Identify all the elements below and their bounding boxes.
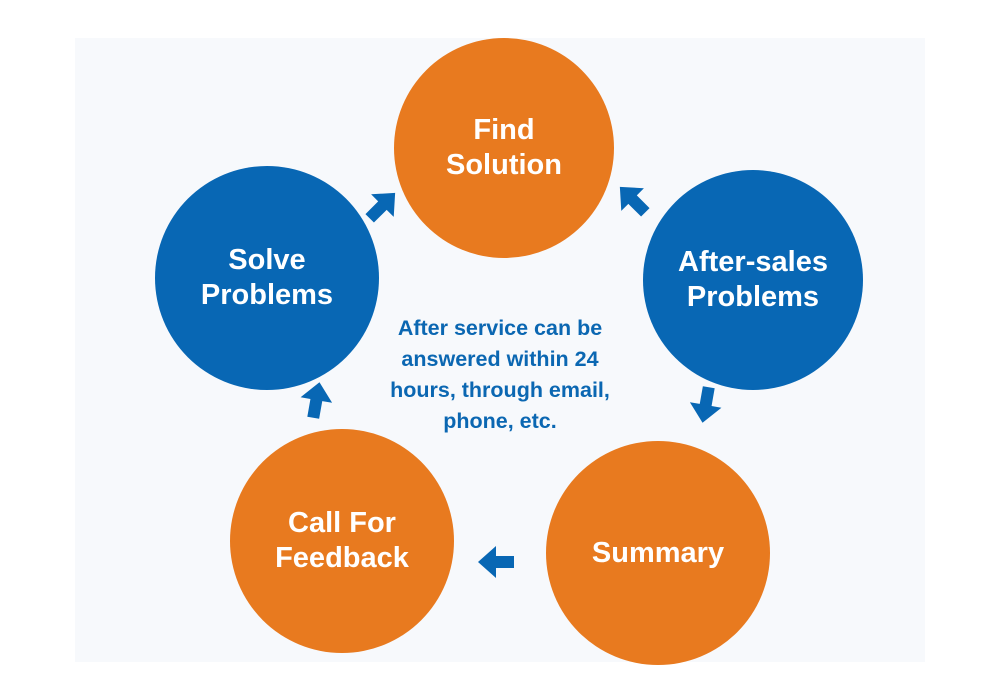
arrow-feedback-to-solve bbox=[300, 382, 333, 419]
node-after-sales-problems: After-sales Problems bbox=[643, 170, 863, 390]
arrow-solve-to-find bbox=[365, 192, 396, 223]
node-solve-problems: Solve Problems bbox=[155, 166, 379, 390]
node-find-solution: Find Solution bbox=[394, 38, 614, 258]
node-summary: Summary bbox=[546, 441, 770, 665]
center-description: After service can be answered within 24 … bbox=[390, 316, 610, 433]
arrow-summary-to-feedback bbox=[478, 546, 514, 578]
arrow-aftersales-to-summary bbox=[689, 386, 722, 423]
node-call-for-feedback-label: Call For Feedback bbox=[275, 507, 409, 574]
arrow-aftersales-to-find bbox=[619, 186, 650, 217]
node-solve-problems-label: Solve Problems bbox=[200, 244, 334, 311]
node-call-for-feedback: Call For Feedback bbox=[230, 429, 454, 653]
node-summary-label: Summary bbox=[591, 536, 725, 569]
node-after-sales-problems-label: After-sales Problems bbox=[678, 246, 828, 313]
node-find-solution-label: Find Solution bbox=[446, 114, 562, 181]
